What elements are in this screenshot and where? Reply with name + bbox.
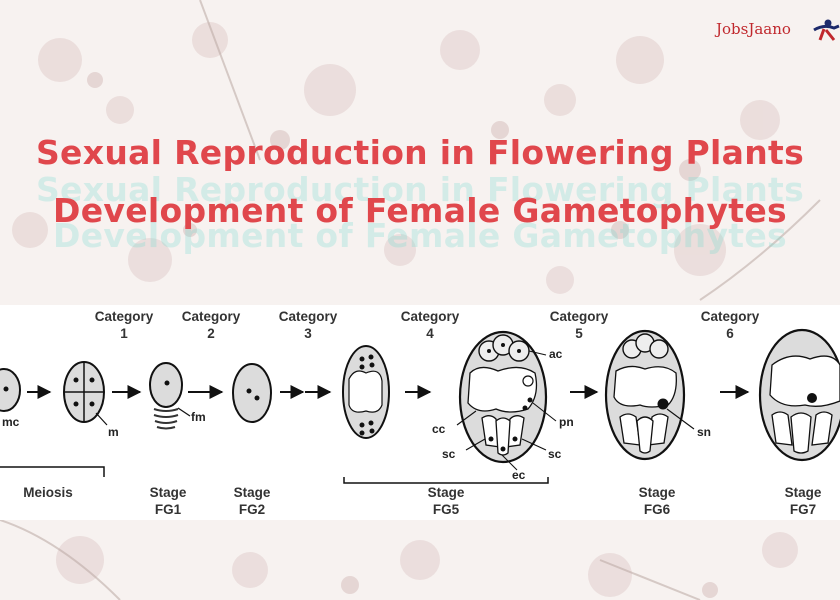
label-m: m (108, 425, 119, 439)
stage-fg1-code: FG1 (155, 502, 182, 517)
category-6-num: 6 (726, 326, 734, 341)
label-ac: ac (549, 347, 563, 361)
category-labels: Category 1 Category 2 Category 3 Categor… (95, 309, 760, 341)
stage-fg6-code: FG6 (644, 502, 671, 517)
female-gametophyte-diagram: Category 1 Category 2 Category 3 Categor… (0, 305, 840, 520)
title-line2-reflection: Development of Female Gametophytes (53, 216, 787, 255)
logo-text: JobsJaano (716, 20, 791, 38)
label-ec: ec (512, 468, 526, 482)
title-line1-reflection: Sexual Reproduction in Flowering Plants (35, 170, 805, 209)
category-5-num: 5 (575, 326, 583, 341)
label-cc: cc (432, 422, 446, 436)
fg5-embryo-sac (456, 330, 557, 471)
two-nucleate-cell (232, 363, 272, 423)
title-line1: Sexual Reproduction in Flowering Plants (35, 133, 805, 172)
stage-fg5-word: Stage (428, 485, 465, 500)
stage-fg2-code: FG2 (239, 502, 265, 517)
category-1-num: 1 (120, 326, 128, 341)
category-3-num: 3 (304, 326, 312, 341)
label-sc1: sc (442, 447, 456, 461)
category-4-word: Category (401, 309, 460, 324)
stage-fg7-code: FG7 (790, 502, 816, 517)
stage-fg6-word: Stage (639, 485, 676, 500)
label-pn: pn (559, 415, 574, 429)
title-line2: Development of Female Gametophytes (53, 191, 787, 230)
category-5-word: Category (550, 309, 609, 324)
stage-fg5-code: FG5 (433, 502, 460, 517)
stage-fg2-word: Stage (234, 485, 271, 500)
category-6-word: Category (701, 309, 760, 324)
tetrad-cell (63, 361, 108, 426)
four-nucleate-cell (342, 345, 390, 439)
label-fm: fm (191, 410, 206, 424)
category-4-num: 4 (426, 326, 434, 341)
stage-fg1-word: Stage (150, 485, 187, 500)
category-2-word: Category (182, 309, 241, 324)
label-sc2: sc (548, 447, 562, 461)
stage-fg7-word: Stage (785, 485, 822, 500)
meiosis-bracket (0, 466, 105, 477)
functional-megaspore-cell (149, 362, 191, 430)
fg7-embryo-sac (758, 328, 840, 462)
megaspore-mother-cell (0, 368, 21, 412)
category-2-num: 2 (207, 326, 215, 341)
fg6-embryo-sac (604, 329, 695, 461)
label-mc: mc (2, 415, 20, 429)
label-sn: sn (697, 425, 711, 439)
fg5-bracket (343, 477, 549, 484)
stage-meiosis: Meiosis (23, 485, 73, 500)
category-3-word: Category (279, 309, 338, 324)
category-1-word: Category (95, 309, 154, 324)
runner-icon (813, 19, 840, 41)
